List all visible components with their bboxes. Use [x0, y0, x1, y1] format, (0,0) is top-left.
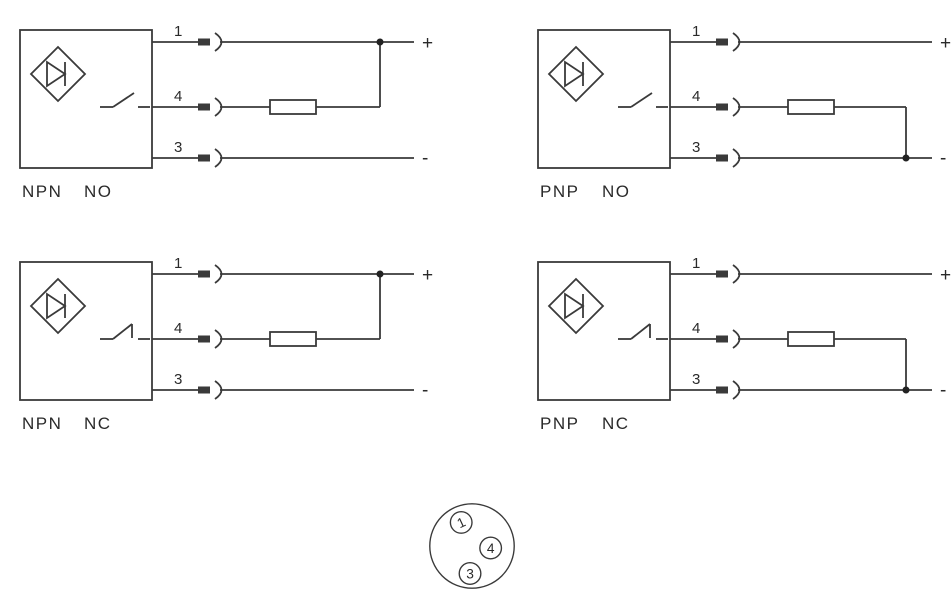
proximity-sensor-icon: [547, 45, 605, 103]
junction-dot: [902, 154, 910, 162]
wire-pin1: [152, 264, 414, 284]
connector-pin4-label: 4: [487, 541, 495, 556]
plug-icon: [716, 32, 741, 52]
wire-pin3: [152, 380, 414, 400]
pin-label-1: 1: [692, 23, 700, 40]
wire-pin4: [152, 42, 381, 117]
wire-pin3: [152, 148, 414, 168]
diagram-contact-label: NC: [602, 414, 630, 433]
plus-label: +: [940, 33, 951, 54]
diagram-npn-nc: 1 4 3 + - NPN NC: [14, 240, 444, 445]
minus-label: -: [422, 380, 428, 401]
diagram-contact-label: NC: [84, 414, 112, 433]
plus-label: +: [422, 265, 433, 286]
load-resistor: [269, 99, 317, 115]
diagram-type-label: PNP: [540, 414, 579, 433]
pin-label-4: 4: [174, 88, 182, 105]
junction-dot: [902, 386, 910, 394]
pin-label-1: 1: [174, 23, 182, 40]
pin-label-1: 1: [692, 255, 700, 272]
diagram-npn-nc-svg: 1 4 3 + - NPN NC: [19, 255, 433, 433]
switch-no-icon: [618, 92, 668, 108]
wire-pin4: [670, 329, 907, 390]
wire-pin3: [670, 380, 932, 400]
wire-pin1: [670, 32, 932, 52]
diagram-npn-no: 1 4 3 + - NPN NO: [14, 8, 444, 213]
pin-label-3: 3: [692, 371, 700, 388]
junction-dot: [376, 270, 384, 278]
plug-icon: [716, 380, 741, 400]
connector-pin4-circle: [479, 536, 503, 560]
plus-label: +: [422, 33, 433, 54]
pin-label-4: 4: [174, 320, 182, 337]
minus-label: -: [422, 148, 428, 169]
diagram-type-label: PNP: [540, 182, 579, 201]
plug-icon: [716, 264, 741, 284]
connector-pinout: 1 4 3: [418, 492, 526, 605]
pin-label-4: 4: [692, 320, 700, 337]
diagram-contact-label: NO: [602, 182, 631, 201]
connector-pin1-label: 1: [455, 514, 468, 531]
plug-icon: [198, 329, 223, 349]
load-resistor: [787, 331, 835, 347]
switch-nc-icon: [618, 323, 668, 340]
wire-pin1: [670, 264, 932, 284]
plug-icon: [198, 148, 223, 168]
plug-icon: [198, 32, 223, 52]
minus-label: -: [940, 148, 946, 169]
connector-pin3-label: 3: [466, 566, 474, 581]
diagram-npn-no-svg: 1 4 3 + - NPN NO: [19, 23, 433, 201]
proximity-sensor-icon: [29, 277, 87, 335]
diagram-type-label: NPN: [22, 414, 62, 433]
pin-label-3: 3: [692, 139, 700, 156]
diagram-type-label: NPN: [22, 182, 62, 201]
pin-label-4: 4: [692, 88, 700, 105]
load-resistor: [269, 331, 317, 347]
plug-icon: [716, 97, 741, 117]
connector-pinout-svg: 1 4 3: [429, 503, 515, 589]
pin-label-3: 3: [174, 139, 182, 156]
wire-pin1: [152, 32, 414, 52]
wire-pin3: [670, 148, 932, 168]
sensor-body: [537, 261, 671, 401]
switch-nc-icon: [100, 323, 150, 340]
plug-icon: [716, 329, 741, 349]
pin-label-3: 3: [174, 371, 182, 388]
sensor-body: [19, 261, 153, 401]
proximity-sensor-icon: [547, 277, 605, 335]
wire-pin4: [152, 274, 381, 349]
plug-icon: [198, 380, 223, 400]
diagram-contact-label: NO: [84, 182, 113, 201]
load-resistor: [787, 99, 835, 115]
plug-icon: [198, 264, 223, 284]
connector-body: [429, 503, 515, 589]
wire-pin4: [670, 97, 907, 158]
plus-label: +: [940, 265, 951, 286]
pin-label-1: 1: [174, 255, 182, 272]
proximity-sensor-icon: [29, 45, 87, 103]
plug-icon: [716, 148, 741, 168]
connector-pin3-circle: [458, 562, 482, 585]
diagram-pnp-no-svg: 1 4 3 + - PNP NO: [537, 23, 951, 201]
sensor-body: [19, 29, 153, 169]
connector-pin1-circle: [449, 510, 473, 534]
switch-no-icon: [100, 92, 150, 108]
diagram-pnp-nc: 1 4 3 + - PNP NC: [532, 240, 952, 445]
minus-label: -: [940, 380, 946, 401]
junction-dot: [376, 38, 384, 46]
sensor-body: [537, 29, 671, 169]
plug-icon: [198, 97, 223, 117]
diagram-pnp-no: 1 4 3 + - PNP NO: [532, 8, 952, 213]
diagram-pnp-nc-svg: 1 4 3 + - PNP NC: [537, 255, 951, 433]
